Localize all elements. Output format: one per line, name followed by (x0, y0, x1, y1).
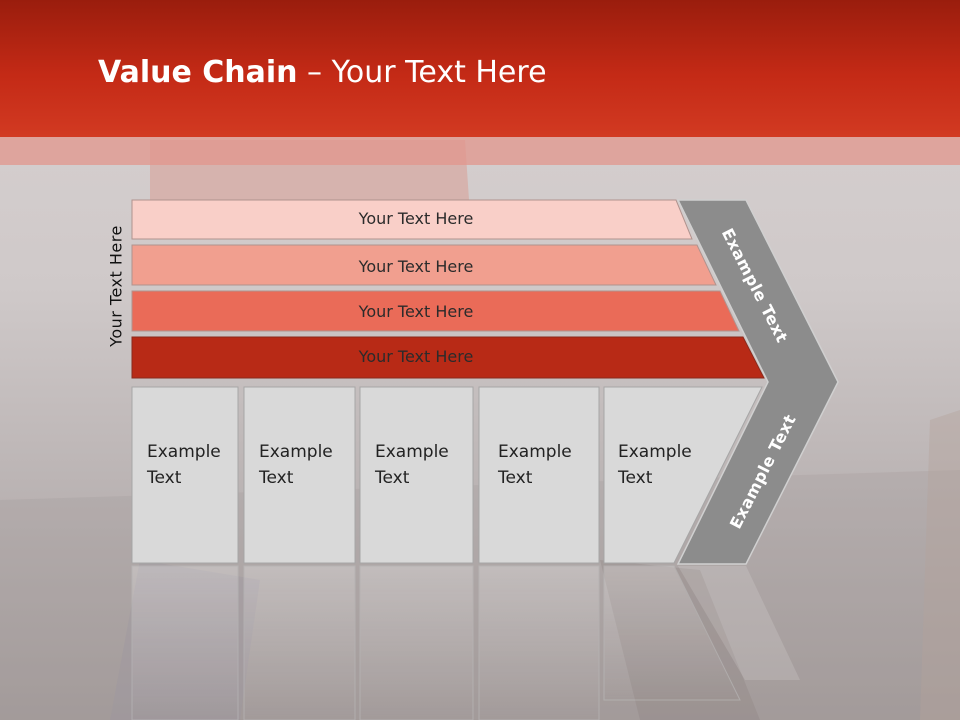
column-label-1-line2: Text (147, 468, 182, 488)
row-shape-2[interactable] (131, 244, 717, 286)
reflection (131, 565, 800, 720)
column-label-4-line1: Example (498, 442, 572, 462)
column-label-3-line2: Text (375, 468, 410, 488)
row-shape-4[interactable] (131, 336, 765, 379)
header-accent-band (0, 137, 960, 165)
column-shape-3[interactable] (359, 386, 474, 564)
column-shape-4[interactable] (478, 386, 600, 564)
column-label-5-line2: Text (618, 468, 653, 488)
row-label-3: Your Text Here (358, 302, 474, 321)
slide-title: Value Chain – Your Text Here (98, 55, 547, 90)
column-label-5-line1: Example (618, 442, 692, 462)
title-bold: Value Chain (98, 55, 298, 90)
row-label-2: Your Text Here (358, 257, 474, 276)
arrow-shape[interactable] (676, 199, 839, 565)
column-label-2-line2: Text (259, 468, 294, 488)
header-bar: Value Chain – Your Text Here (0, 0, 960, 137)
title-rest: – Your Text Here (297, 55, 547, 90)
row-label-4: Your Text Here (358, 347, 474, 366)
column-label-3-line1: Example (375, 442, 449, 462)
column-shape-2[interactable] (243, 386, 356, 564)
row-shape-1[interactable] (131, 199, 693, 240)
column-shape-1[interactable] (131, 386, 239, 564)
column-label-2-line1: Example (259, 442, 333, 462)
column-shape-5[interactable] (603, 386, 763, 564)
column-label-1-line1: Example (147, 442, 221, 462)
row-shape-3[interactable] (131, 290, 740, 332)
row-label-1: Your Text Here (358, 209, 474, 228)
column-label-4-line2: Text (498, 468, 533, 488)
